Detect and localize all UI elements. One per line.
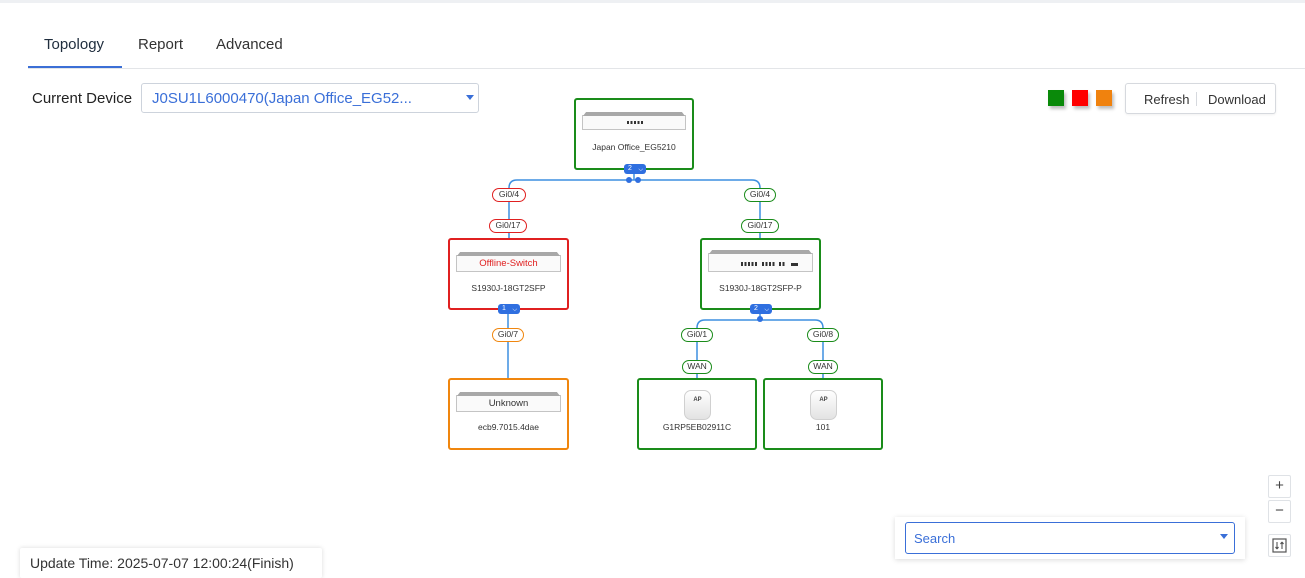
action-button-group: Refresh Download [1125, 83, 1276, 114]
switch-icon [708, 250, 813, 272]
gateway-name: Japan Office_EG5210 [592, 142, 676, 152]
chevron-down-icon: ⌵ [638, 167, 643, 173]
port-label: Gi0/4 [744, 188, 776, 202]
link-root-switches [508, 170, 761, 238]
legend-offline-swatch [1072, 90, 1088, 106]
offline-switch-child-count-badge[interactable]: 1⌵ [498, 304, 520, 314]
update-time-text: Update Time: 2025-07-07 12:00:24(Finish) [30, 555, 294, 571]
unknown-device-name: ecb9.7015.4dae [478, 422, 539, 432]
tab-advanced[interactable]: Advanced [216, 36, 283, 53]
unknown-status-label: Unknown [488, 398, 529, 409]
active-tab-indicator [28, 66, 122, 68]
chevron-down-icon [466, 95, 474, 100]
device-icon: Unknown [456, 392, 561, 412]
ap-name: 101 [815, 422, 831, 432]
port-label: Gi0/7 [492, 328, 524, 342]
current-device-select[interactable]: J0SU1L6000470(Japan Office_EG52... [141, 83, 479, 113]
switch-icon: Offline-Switch [456, 252, 561, 272]
current-device-label: Current Device [32, 90, 133, 107]
link-dot [635, 177, 641, 183]
ap-icon: AP [810, 390, 837, 420]
ap-icon: AP [684, 390, 711, 420]
ap-name: G1RP5EB02911C [662, 422, 732, 432]
chevron-down-icon [1220, 534, 1228, 539]
gateway-icon [582, 112, 686, 130]
current-device-value: J0SU1L6000470(Japan Office_EG52... [152, 90, 412, 107]
zoom-in-button[interactable]: + [1268, 475, 1291, 498]
switch-node[interactable]: S1930J-18GT2SFP-P [700, 238, 821, 310]
button-divider [1196, 92, 1197, 106]
chevron-down-icon: ⌵ [764, 307, 769, 313]
refresh-button[interactable]: Refresh [1144, 92, 1190, 107]
link-dot [757, 316, 763, 322]
gateway-child-count-badge[interactable]: 2⌵ [624, 164, 646, 174]
port-label: Gi0/4 [492, 188, 526, 202]
ap-node-1[interactable]: AP G1RP5EB02911C [637, 378, 757, 450]
unknown-device-node[interactable]: Unknown ecb9.7015.4dae [448, 378, 569, 450]
search-input[interactable] [905, 522, 1235, 554]
fit-view-button[interactable] [1268, 534, 1291, 557]
fit-view-icon [1272, 538, 1287, 553]
update-time-panel: Update Time: 2025-07-07 12:00:24(Finish) [20, 548, 322, 578]
legend-unknown-swatch [1096, 90, 1112, 106]
top-bar [0, 0, 1305, 3]
link-dot [626, 177, 632, 183]
port-label: Gi0/8 [807, 328, 839, 342]
switch-name: S1930J-18GT2SFP-P [719, 283, 802, 293]
legend-online-swatch [1048, 90, 1064, 106]
port-label: Gi0/1 [681, 328, 713, 342]
offline-status-label: Offline-Switch [479, 258, 538, 269]
port-label: Gi0/17 [741, 219, 779, 233]
switch-child-count-badge[interactable]: 2⌵ [750, 304, 772, 314]
download-button[interactable]: Download [1208, 92, 1266, 107]
tab-topology[interactable]: Topology [44, 36, 105, 53]
zoom-out-button[interactable]: − [1268, 500, 1291, 523]
gateway-node[interactable]: Japan Office_EG5210 [574, 98, 694, 170]
port-label: Gi0/17 [489, 219, 527, 233]
port-label: WAN [808, 360, 838, 374]
ap-node-2[interactable]: AP 101 [763, 378, 883, 450]
offline-switch-node[interactable]: Offline-Switch S1930J-18GT2SFP [448, 238, 569, 310]
port-label: WAN [682, 360, 712, 374]
chevron-down-icon: ⌵ [512, 307, 517, 313]
tab-report[interactable]: Report [138, 36, 184, 53]
search-panel [895, 517, 1245, 559]
offline-switch-name: S1930J-18GT2SFP [471, 283, 546, 293]
tab-bar: Topology Report Advanced [28, 30, 1305, 69]
